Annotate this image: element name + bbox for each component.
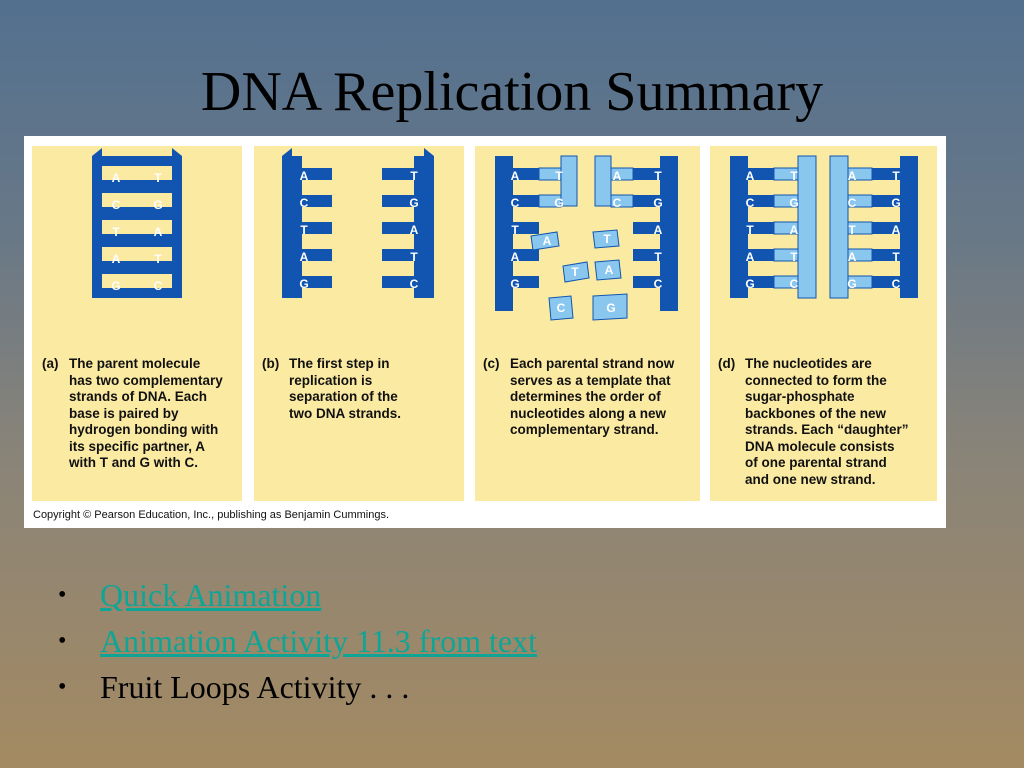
bullet-list: • Quick Animation • Animation Activity 1…: [58, 572, 537, 710]
panel-b: A C T A G T G A T C (b) The first step i…: [254, 146, 464, 501]
panel-c-new-base-right-1: A: [613, 169, 622, 183]
panel-b-base-left-1: A: [300, 169, 309, 183]
panel-b-base-right-5: C: [410, 277, 419, 291]
panel-d-base-left-1: A: [746, 169, 755, 183]
bullet-marker: •: [58, 582, 67, 608]
animation-activity-link[interactable]: Animation Activity 11.3 from text: [100, 623, 537, 659]
panel-d-new-base-right-4: A: [848, 250, 857, 264]
panel-a-base-right-3: A: [154, 225, 163, 239]
panel-c-new-base-left-1: T: [555, 169, 563, 183]
panel-c-new-base-left-3: A: [543, 234, 552, 248]
panel-a-base-right-5: C: [154, 279, 163, 293]
panel-b-base-left-4: A: [300, 250, 309, 264]
panel-d-new-base-right-2: C: [848, 196, 857, 210]
panel-d-daughter-molecule-1: [730, 155, 817, 299]
panel-d-base-left-5: G: [745, 277, 754, 291]
panel-a-base-left-5: G: [111, 279, 120, 293]
panel-c-base-left-5: G: [510, 277, 519, 291]
panel-c-right-parent-strand: [633, 156, 678, 311]
panel-d-caption-text: The nucleotides are connected to form th…: [745, 356, 909, 487]
panel-d-base-left-3: T: [746, 223, 754, 237]
panel-d-new-base-left-2: G: [789, 196, 798, 210]
panel-b-letter: (b): [262, 356, 280, 371]
panel-c-letter: (c): [483, 356, 500, 371]
panel-a-base-right-1: T: [154, 171, 162, 185]
panel-d-new-base-right-3: T: [848, 223, 856, 237]
panel-a-diagram: A T C G T A A T G C: [92, 148, 182, 298]
panel-d-base-left-4: A: [746, 250, 755, 264]
panel-a-base-left-4: A: [112, 252, 121, 266]
panel-a: A T C G T A A T G C (a) The parent molec…: [32, 146, 242, 501]
panel-d-base-right-4: T: [892, 250, 900, 264]
panel-b-base-right-3: A: [410, 223, 419, 237]
panel-a-base-right-4: T: [154, 252, 162, 266]
panel-d-new-base-right-5: G: [847, 277, 856, 291]
panel-d-base-right-3: A: [892, 223, 901, 237]
panel-c-base-left-3: T: [511, 223, 519, 237]
quick-animation-link[interactable]: Quick Animation: [100, 577, 322, 613]
panel-c-diagram: A C T A G T G A T C A C T A G T G A T C: [495, 155, 678, 321]
panel-a-base-left-1: A: [112, 171, 121, 185]
panel-d-letter: (d): [718, 356, 736, 371]
panel-d-base-right-5: C: [892, 277, 901, 291]
panel-a-caption-text: The parent molecule has two complementar…: [69, 356, 223, 470]
panel-c-new-base-left-2: G: [554, 196, 563, 210]
panel-a-parent-molecule: [92, 148, 182, 298]
panel-c-new-base-left-4: T: [571, 265, 579, 279]
bullet-marker: •: [58, 674, 67, 700]
panel-d-new-base-right-1: A: [848, 169, 857, 183]
panel-b-diagram: A C T A G T G A T C: [282, 148, 434, 298]
panel-c-base-right-1: T: [654, 169, 662, 183]
panel-d-base-right-1: T: [892, 169, 900, 183]
bullet-item-animation-activity: • Animation Activity 11.3 from text: [58, 618, 537, 664]
panel-c-base-right-5: C: [654, 277, 663, 291]
panel-d-new-base-left-1: T: [790, 169, 798, 183]
panel-a-base-left-2: C: [112, 198, 121, 212]
bullet-marker: •: [58, 628, 67, 654]
panel-c: A C T A G T G A T C A C T A G T G A T C: [475, 146, 700, 501]
panel-d-new-base-left-5: C: [790, 277, 799, 291]
panel-d-base-left-2: C: [746, 196, 755, 210]
panel-c-new-base-right-5: G: [606, 301, 615, 315]
panel-c-left-new-strand: [530, 155, 590, 321]
fruit-loops-activity-text: Fruit Loops Activity . . .: [100, 669, 410, 705]
panel-b-base-right-4: T: [410, 250, 418, 264]
panel-b-base-left-5: G: [299, 277, 308, 291]
panel-c-base-right-2: G: [653, 196, 662, 210]
panel-d-diagram: A C T A G T G A T C A C T A G T G A T C: [730, 155, 918, 299]
panel-a-base-right-2: G: [153, 198, 162, 212]
panel-c-new-base-left-5: C: [557, 301, 566, 315]
panel-b-base-left-3: T: [300, 223, 308, 237]
panel-c-new-base-right-4: A: [605, 263, 614, 277]
panel-a-letter: (a): [42, 356, 59, 371]
panel-b-right-strand: [382, 148, 434, 298]
panel-c-base-left-2: C: [511, 196, 520, 210]
panel-a-base-left-3: T: [112, 225, 120, 239]
panel-d-new-base-left-3: A: [790, 223, 799, 237]
bullet-item-fruit-loops: • Fruit Loops Activity . . .: [58, 664, 537, 710]
panel-c-new-base-right-2: C: [613, 196, 622, 210]
panel-c-caption-text: Each parental strand now serves as a tem…: [510, 356, 675, 437]
panel-c-left-parent-strand: [495, 156, 539, 311]
panel-c-base-right-4: T: [654, 250, 662, 264]
panel-d-new-base-left-4: T: [790, 250, 798, 264]
panel-b-left-strand: [282, 148, 332, 298]
panel-d-daughter-molecule-2: [829, 155, 918, 299]
panel-b-base-right-1: T: [410, 169, 418, 183]
copyright-notice: Copyright © Pearson Education, Inc., pub…: [33, 509, 390, 521]
panel-b-base-left-2: C: [300, 196, 309, 210]
panel-c-base-left-1: A: [511, 169, 520, 183]
panel-c-new-base-right-3: T: [603, 232, 611, 246]
panel-c-base-right-3: A: [654, 223, 663, 237]
panel-b-base-right-2: G: [409, 196, 418, 210]
dna-replication-figure: A T C G T A A T G C (a) The parent molec…: [24, 136, 946, 528]
panel-b-caption-text: The first step in replication is separat…: [289, 356, 402, 421]
slide-title: DNA Replication Summary: [200, 61, 824, 123]
panel-d-base-right-2: G: [891, 196, 900, 210]
panel-d: A C T A G T G A T C A C T A G T G A T C: [710, 146, 937, 501]
panel-c-base-left-4: A: [511, 250, 520, 264]
bullet-item-quick-animation: • Quick Animation: [58, 572, 537, 618]
